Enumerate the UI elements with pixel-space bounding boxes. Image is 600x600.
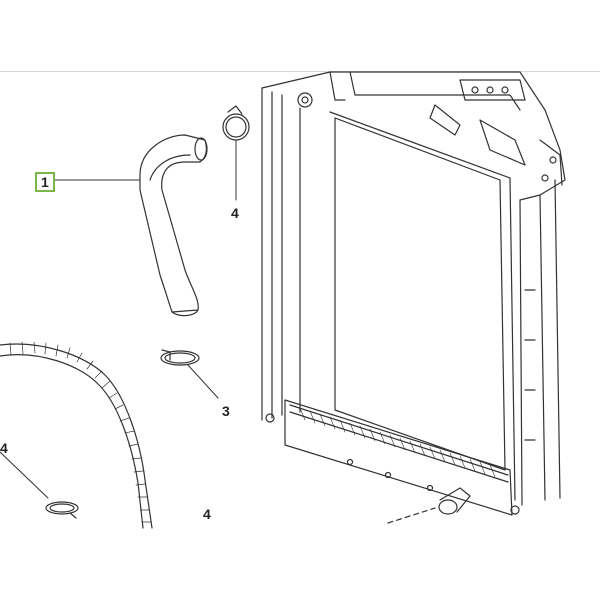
callout-hose: 1 [35, 172, 55, 192]
callout-clamp-middle: 3 [222, 403, 230, 419]
clamp-lower-left [45, 501, 79, 519]
clamp-middle [160, 349, 200, 366]
leader-lines [0, 139, 237, 499]
callout-clamp-bottom: 4 [203, 506, 211, 522]
radiator-assembly [261, 71, 566, 524]
clamp-upper [222, 105, 250, 141]
lower-hose [0, 341, 153, 529]
callout-clamp-upper: 4 [231, 205, 239, 221]
top-divider [0, 71, 600, 72]
callout-clamp-lower-left: 4 [0, 440, 8, 456]
upper-radiator-hose [139, 134, 208, 317]
